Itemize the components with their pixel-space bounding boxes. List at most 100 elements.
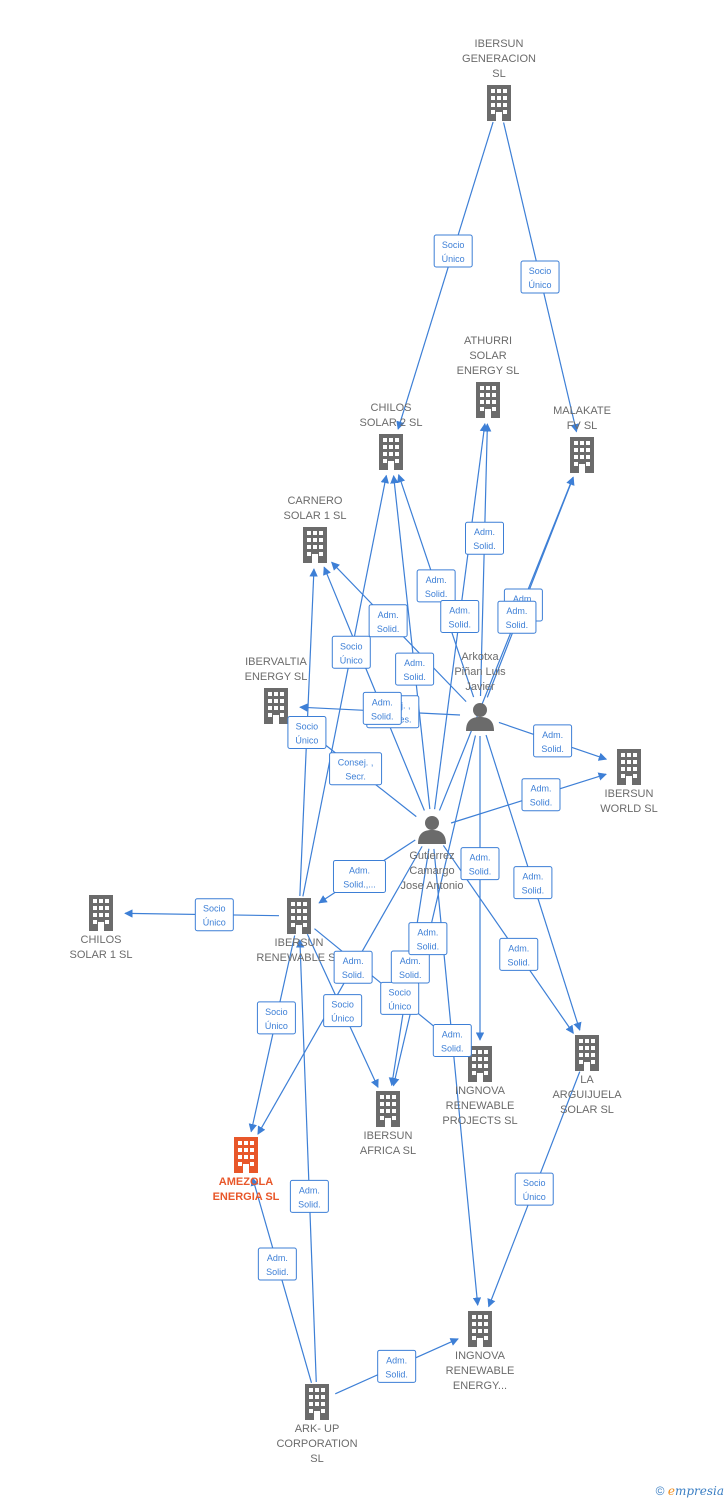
building-icon	[234, 1137, 258, 1173]
building-icon	[617, 749, 641, 785]
edge-label-text: Solid.	[530, 798, 553, 808]
edge-label-box	[465, 521, 505, 555]
edge-label-text: Solid.	[508, 957, 531, 967]
edge-label-gutierrez-to-athurri[interactable]: Adm.Solid.	[440, 599, 480, 633]
edge-label-arkotxa-to-chilos2[interactable]: Adm.Solid.	[416, 569, 456, 603]
edge-label-arkup-to-amezola[interactable]: Adm.Solid.	[257, 1247, 297, 1281]
node-ingnova_energy[interactable]: INGNOVARENEWABLEENERGY...	[446, 1311, 515, 1392]
node-label: INGNOVA	[455, 1085, 506, 1097]
edge-label-box	[332, 859, 386, 893]
edge-label-text: Adm.	[343, 956, 364, 966]
edge-label-box	[514, 1172, 554, 1206]
edge-label-text: Adm.	[349, 865, 370, 875]
edge-label-arkotxa-to-carnero[interactable]: Adm.Solid.	[368, 604, 408, 638]
node-label: IBERSUN	[275, 937, 324, 949]
edge-label-text: Socio	[523, 1178, 546, 1188]
edge-label-arkotxa-to-ibersun_world[interactable]: Adm.Solid.	[533, 724, 573, 758]
person-icon	[418, 816, 446, 844]
edge-label-text: Solid.	[448, 619, 471, 629]
edge-label-box	[377, 1349, 417, 1383]
edge-arkotxa-to-athurri	[479, 423, 492, 697]
edge-label-text: Único	[340, 655, 363, 665]
node-label: IBERVALTIA	[245, 656, 307, 668]
edge-label-text: Adm.	[386, 1355, 407, 1365]
person-icon	[466, 703, 494, 731]
edge-label-text: Solid.	[377, 624, 400, 634]
edge-label-box	[362, 691, 402, 725]
edge-label-arkotxa-to-athurri[interactable]: Adm. Solid.	[465, 521, 505, 555]
edge-label-gutierrez-to-chilos2[interactable]: Adm.Solid.	[395, 652, 435, 686]
edge-label-box	[440, 599, 480, 633]
edge-label-text: Solid.,...	[343, 879, 376, 889]
edge-label-gutierrez-to-ibersun_world[interactable]: Adm.Solid.	[521, 778, 561, 812]
edge-label-box	[331, 635, 371, 669]
edge-label-text: Consej. ,	[338, 758, 374, 768]
edge-label-text: Solid.	[473, 541, 496, 551]
node-label: SOLAR SL	[560, 1104, 614, 1116]
edge-label-gutierrez-to-arguijuela[interactable]: Adm.Solid.	[499, 937, 539, 971]
node-label: ARK- UP	[295, 1423, 340, 1435]
node-label: ENERGY SL	[457, 365, 520, 377]
edge-label-arkotxa-to-ingnova_proj[interactable]: Adm.Solid.	[460, 847, 500, 881]
edge-label-arkup-to-ingnova_energy[interactable]: Adm.Solid.	[377, 1349, 417, 1383]
edge-label-gutierrez-to-malakate[interactable]: Adm.Solid.	[497, 600, 537, 634]
building-icon	[376, 1091, 400, 1127]
edge-label-gutierrez-to-ibervaltia[interactable]: Consej. ,Secr.	[329, 752, 383, 786]
edge-label-box	[194, 898, 234, 932]
node-label: IBERSUN	[605, 788, 654, 800]
edge-label-gutierrez-to-ibersun_africa[interactable]: Adm.Solid.	[390, 950, 430, 984]
building-icon	[305, 1384, 329, 1420]
node-label: CORPORATION	[276, 1438, 357, 1450]
edge-label-arkotxa-to-arguijuela[interactable]: Adm.Solid.	[513, 866, 553, 900]
edge-label-gutierrez-to-carnero[interactable]: Adm.Solid.	[362, 691, 402, 725]
edge-label-text: Adm.	[542, 730, 563, 740]
edge-label-gutierrez-to-ibersun_ren[interactable]: Adm. Solid.,...	[332, 859, 386, 893]
edge-label-text: Adm.	[299, 1185, 320, 1195]
node-label: Arkotxa	[461, 651, 499, 663]
node-label: SOLAR 1 SL	[284, 510, 347, 522]
edge-label-text: Adm.	[474, 527, 495, 537]
edge-ibersun_gen-to-chilos2	[396, 121, 494, 430]
edge-label-text: Socio	[529, 266, 552, 276]
edge-label-text: Adm.	[417, 928, 438, 938]
edge-label-text: Único	[265, 1021, 288, 1031]
edge-label-text: Único	[331, 1014, 354, 1024]
edge-label-text: Solid.	[441, 1044, 464, 1054]
node-label: Camargo	[409, 865, 454, 877]
edge-label-text: Único	[523, 1192, 546, 1202]
node-label: ARGUIJUELA	[552, 1089, 622, 1101]
empresia-logo[interactable]: © empresia	[656, 1484, 724, 1498]
edge-label-arkotxa-to-ibersun_africa[interactable]: Adm.Solid.	[408, 922, 448, 956]
edge-label-arkup-to-ibersun_ren[interactable]: Adm.Solid.	[289, 1179, 329, 1213]
edge-label-gutierrez-to-amezola[interactable]: Adm.Solid.	[333, 950, 373, 984]
edge-gutierrez-to-malakate	[438, 476, 575, 811]
edge-label-gutierrez-to-ingnova_energy[interactable]: Adm.Solid.	[432, 1024, 472, 1058]
edge-label-box	[433, 234, 473, 268]
edge-label-text: Solid.	[522, 886, 545, 896]
